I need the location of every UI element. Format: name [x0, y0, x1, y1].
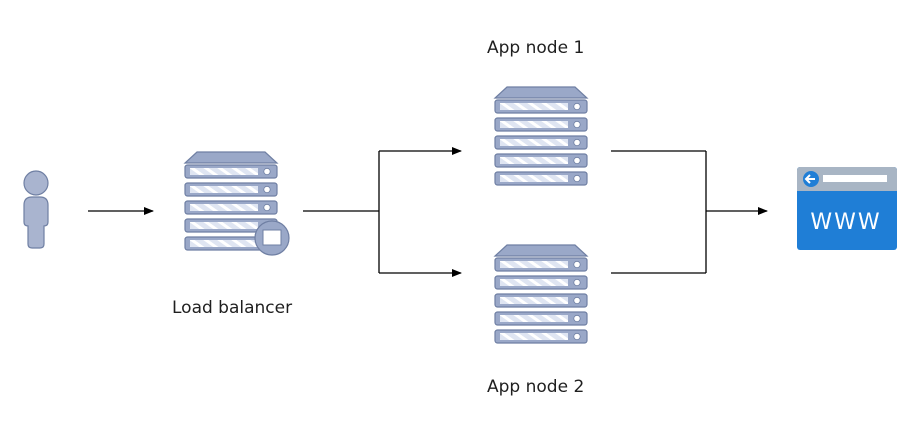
www-browser-icon: WWW	[797, 167, 897, 250]
load-balancer-label: Load balancer	[172, 298, 293, 318]
app-node-2-server-icon	[495, 245, 587, 343]
www-text: WWW	[810, 210, 881, 235]
load-balancer-server-icon	[185, 152, 290, 256]
app-node-2-label: App node 2	[487, 377, 585, 397]
app-node-1-server-icon	[495, 87, 587, 185]
app-node-1-label: App node 1	[487, 38, 585, 58]
user-icon	[23, 170, 49, 249]
